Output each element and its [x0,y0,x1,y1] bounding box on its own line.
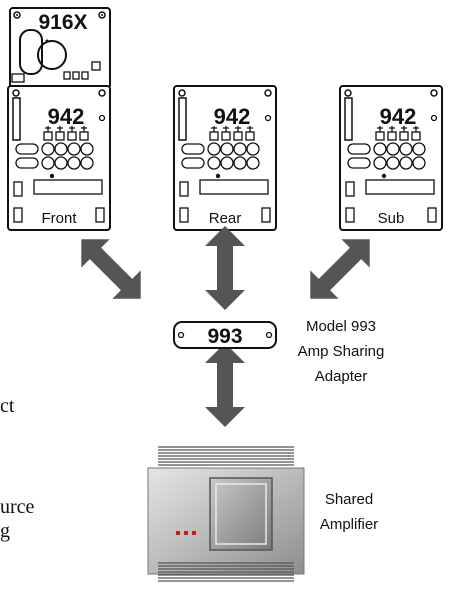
amplifier-caption-line-2: Amplifier [320,516,378,533]
double-arrow-rear-icon [205,226,245,310]
unit-942-rear: 942 Rear [173,85,277,231]
cut-off-text-1: ct [0,395,15,417]
cut-off-text-3: g [0,520,10,542]
unit-916x: 916X [9,7,111,89]
adapter-caption-line-1: Model 993 [306,318,376,335]
adapter-caption: Model 993 Amp Sharing Adapter [298,318,385,385]
double-arrow-amp-icon [205,343,245,427]
adapter-caption-line-3: Adapter [315,368,368,385]
cut-off-text-2: urce [0,496,35,518]
unit-916x-model: 916X [38,11,87,34]
shared-amplifier [147,446,305,582]
amplifier-bottom-vents [158,562,294,582]
unit-942-sub: 942 Sub [339,85,443,231]
amplifier-caption-line-1: Shared [325,491,373,508]
amplifier-top-vents [158,446,294,466]
amplifier-indicator-lights [176,531,196,535]
adapter-993-model: 993 [207,325,242,348]
unit-942-rear-model: 942 [214,104,251,129]
unit-942-front: 942 Front [7,85,111,231]
double-arrow-front-icon [81,239,141,299]
unit-942-front-label: Front [41,210,77,227]
double-arrow-sub-icon [310,239,370,299]
unit-942-sub-model: 942 [380,104,417,129]
unit-942-sub-label: Sub [378,210,405,227]
unit-942-front-model: 942 [48,104,85,129]
unit-942-rear-label: Rear [209,210,242,227]
adapter-993: 993 [173,321,277,349]
amplifier-caption: Shared Amplifier [320,491,378,533]
adapter-caption-line-2: Amp Sharing [298,343,385,360]
